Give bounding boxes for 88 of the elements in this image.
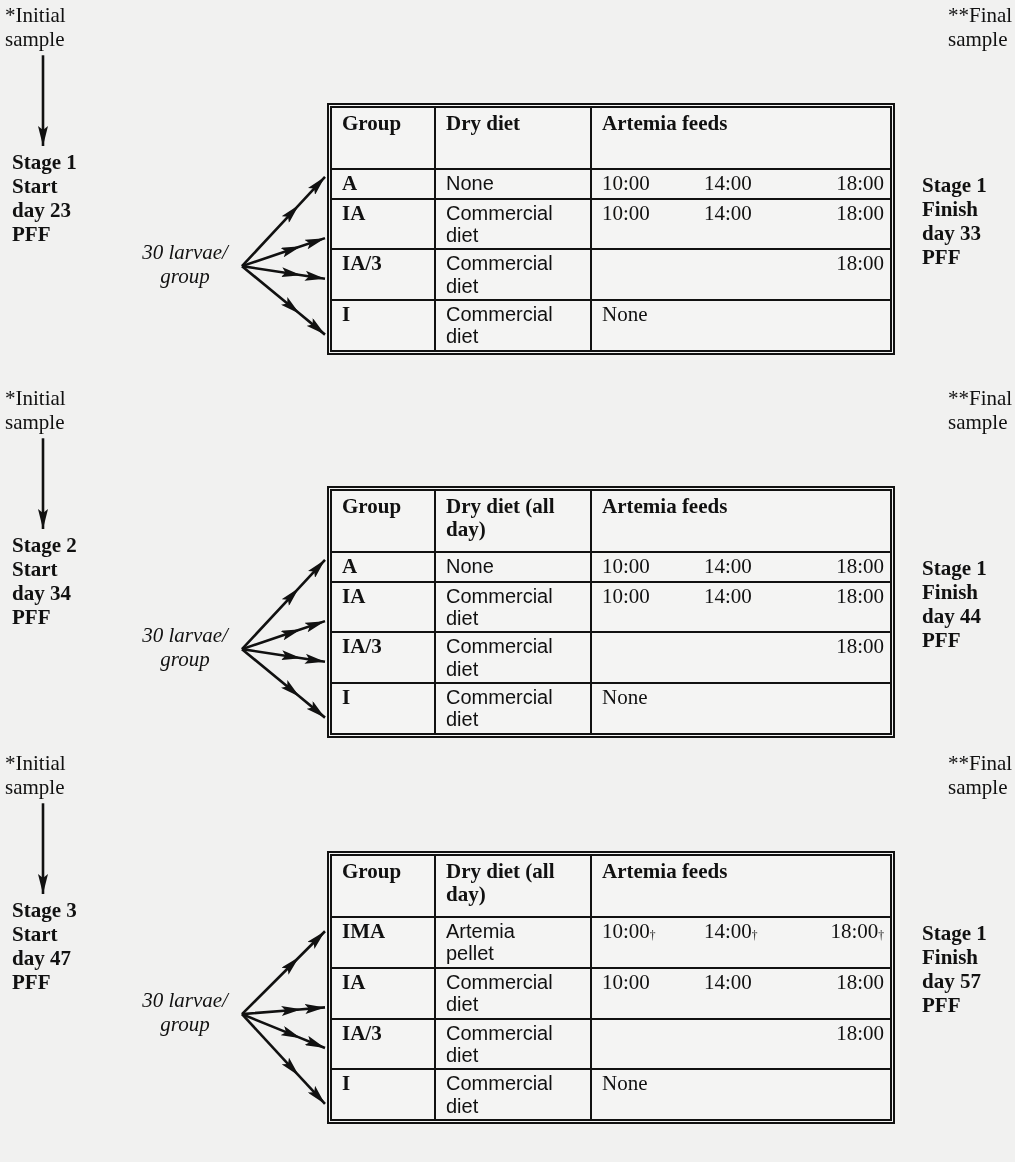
column-header: Dry diet (all day) xyxy=(445,493,556,544)
group-label: IA/3 xyxy=(341,1019,383,1047)
feed-time: 18:00 xyxy=(835,553,885,580)
feed-time: 10:00 xyxy=(601,199,651,227)
arrow xyxy=(38,803,48,894)
group-label: A xyxy=(341,170,359,197)
table-row xyxy=(332,916,890,967)
arrow xyxy=(241,558,326,651)
diet-table xyxy=(327,486,895,738)
feed-time: 18:00 xyxy=(835,170,885,197)
arrow xyxy=(241,619,326,651)
diet-text: Commercial diet xyxy=(445,969,554,1018)
sample-note: **Final sample xyxy=(948,751,1014,800)
diet-text: Commercial diet xyxy=(445,634,554,682)
column-header: Artemia feeds xyxy=(601,110,729,137)
feed-time: 14:00 xyxy=(703,582,753,610)
diet-text: Commercial diet xyxy=(445,1020,554,1068)
group-label: I xyxy=(341,1070,352,1098)
group-size-text: 30 larvae/ group xyxy=(130,988,240,1037)
diet-text: Commercial diet xyxy=(445,685,554,733)
sample-note: **Final sample xyxy=(948,3,1014,52)
arrow xyxy=(241,265,326,336)
stage-start-text: Stage 3 Start day 47 PFF xyxy=(12,898,86,995)
sample-note: **Final sample xyxy=(948,386,1014,435)
feed-time: 18:00 xyxy=(835,250,885,278)
arrow xyxy=(241,930,326,1016)
diet-table xyxy=(327,851,895,1125)
stage-finish-text: Stage 1 Finish day 44 PFF xyxy=(922,556,988,653)
group-label: IA/3 xyxy=(341,633,383,661)
arrow xyxy=(241,1013,326,1105)
sample-note: *Initial sample xyxy=(5,751,79,800)
arrow xyxy=(38,438,48,529)
group-label: I xyxy=(341,684,352,712)
stage-finish-text: Stage 1 Finish day 57 PFF xyxy=(922,921,988,1018)
diet-text: Commercial diet xyxy=(445,251,554,299)
column-header: Group xyxy=(341,858,403,885)
diet-table xyxy=(327,103,895,355)
feed-time: 10:00 xyxy=(601,553,651,580)
stage-start-text: Stage 1 Start day 23 PFF xyxy=(12,150,86,247)
feed-time: 10:00 xyxy=(601,968,651,996)
group-label: I xyxy=(341,301,352,329)
feed-time: 18:00 xyxy=(835,968,885,996)
feed-time: 10:00 xyxy=(601,170,651,197)
feed-time: 10:00 xyxy=(601,582,651,610)
feed-time: 18:00 xyxy=(835,199,885,227)
column-header: Artemia feeds xyxy=(601,858,729,885)
stage-start-text: Stage 2 Start day 34 PFF xyxy=(12,533,86,630)
diet-text: Commercial diet xyxy=(445,1071,554,1119)
group-label: IA/3 xyxy=(341,250,383,278)
group-label: A xyxy=(341,553,359,580)
arrow xyxy=(241,648,326,719)
feed-time: 14:00 xyxy=(703,968,753,996)
column-header: Artemia feeds xyxy=(601,493,729,520)
feed-time: 18:00 xyxy=(835,633,885,661)
column-header: Dry diet xyxy=(445,110,522,137)
stage-finish-text: Stage 1 Finish day 33 PFF xyxy=(922,173,988,270)
arrow xyxy=(241,175,326,268)
diet-text: Artemia pellet xyxy=(445,919,516,967)
feed-time: None xyxy=(601,684,649,712)
group-label: IA xyxy=(341,199,367,227)
arrow xyxy=(241,236,326,268)
feed-time: 14:00 xyxy=(703,199,753,227)
arrow xyxy=(241,264,326,281)
group-size-text: 30 larvae/ group xyxy=(130,240,240,289)
diet-text: Commercial diet xyxy=(445,200,554,248)
feed-time: None xyxy=(601,1070,649,1098)
feed-time: 14:00 xyxy=(703,170,753,197)
arrow xyxy=(241,1004,326,1016)
diet-text: None xyxy=(445,554,495,579)
sample-note: *Initial sample xyxy=(5,386,79,435)
feed-time: None xyxy=(601,301,649,329)
column-header: Dry diet (all day) xyxy=(445,858,556,909)
diet-text: None xyxy=(445,171,495,196)
arrow xyxy=(241,1012,326,1050)
column-header: Group xyxy=(341,493,403,520)
feed-time: 18:00 xyxy=(835,582,885,610)
feed-time: 18:00 xyxy=(835,1019,885,1047)
group-size-text: 30 larvae/ group xyxy=(130,623,240,672)
column-header: Group xyxy=(341,110,403,137)
sample-note: *Initial sample xyxy=(5,3,79,52)
arrow xyxy=(241,647,326,664)
group-label: IA xyxy=(341,968,367,996)
diet-text: Commercial diet xyxy=(445,302,554,350)
group-label: IA xyxy=(341,582,367,610)
feed-time: 14:00 xyxy=(703,553,753,580)
diet-text: Commercial diet xyxy=(445,583,554,631)
arrow xyxy=(38,55,48,146)
group-label: IMA xyxy=(341,918,387,945)
